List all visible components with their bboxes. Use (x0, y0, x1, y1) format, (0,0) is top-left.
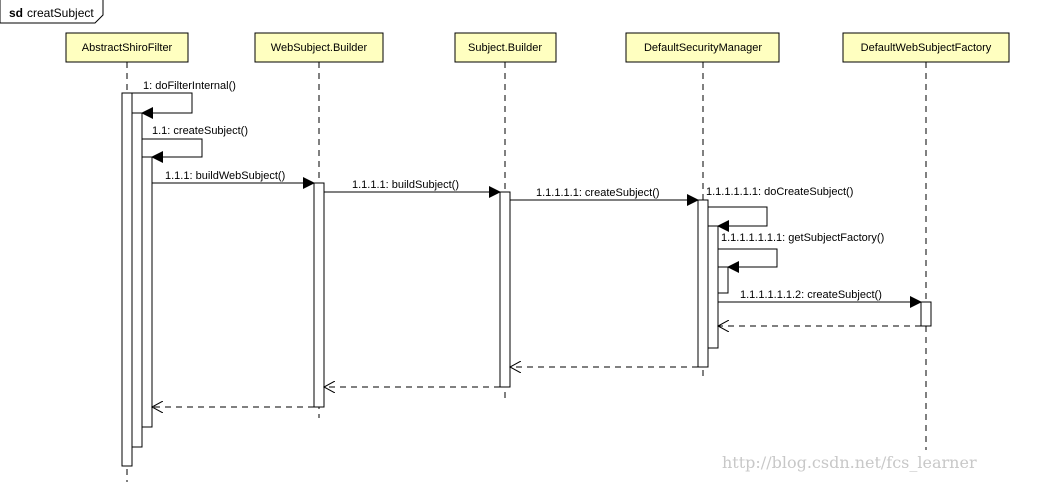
message-label: 1.1.1.1.1.1.1: getSubjectFactory() (721, 232, 884, 244)
message-label: 1.1.1.1.1.1: doCreateSubject() (706, 186, 853, 198)
watermark-text: http://blog.csdn.net/fcs_learner (722, 453, 977, 472)
message-get-subject-factory (718, 248, 778, 273)
message-do-filter-internal (132, 92, 193, 119)
message-label: 1.1.1.1.1.1.2: createSubject() (740, 289, 882, 301)
participant-subject-builder: Subject.Builder (454, 32, 557, 63)
participant-websubject-builder: WebSubject.Builder (254, 32, 384, 63)
participant-abstract-shiro-filter: AbstractShiroFilter (65, 32, 189, 63)
participant-default-websubject-factory: DefaultWebSubjectFactory (842, 32, 1010, 63)
message-label: 1.1.1.1: buildSubject() (352, 179, 459, 191)
participant-label: WebSubject.Builder (271, 42, 368, 54)
activation-bar (920, 301, 932, 327)
activations (121, 92, 932, 467)
participant-label: DefaultWebSubjectFactory (861, 42, 992, 54)
message-label: 1.1.1.1.1: createSubject() (536, 187, 660, 199)
frame-title: creatSubject (27, 6, 94, 20)
message-label: 1.1: createSubject() (152, 125, 248, 137)
message-label: 1.1.1: buildWebSubject() (165, 170, 285, 182)
activation-bar (717, 266, 729, 294)
message-labels: 1: doFilterInternal() 1.1: createSubject… (143, 80, 884, 301)
message-do-create-subject (708, 206, 768, 232)
participant-label: Subject.Builder (468, 42, 542, 54)
frame-header: sd creatSubject (0, 0, 104, 24)
activation-bar (499, 191, 511, 388)
activation-bar (697, 199, 709, 368)
activation-bar (141, 156, 153, 428)
frame-keyword: sd (9, 6, 23, 20)
participant-label: AbstractShiroFilter (82, 42, 173, 54)
activation-bar (313, 182, 325, 408)
message-label: 1: doFilterInternal() (143, 80, 236, 92)
activation-bar (121, 92, 133, 467)
participant-label: DefaultSecurityManager (644, 42, 762, 54)
message-create-subject-1-1 (142, 138, 203, 163)
participants: AbstractShiroFilter WebSubject.Builder S… (65, 32, 1010, 63)
messages (132, 92, 922, 407)
activation-bar (707, 225, 719, 349)
participant-default-security-manager: DefaultSecurityManager (625, 32, 780, 63)
activation-bar (131, 112, 143, 448)
